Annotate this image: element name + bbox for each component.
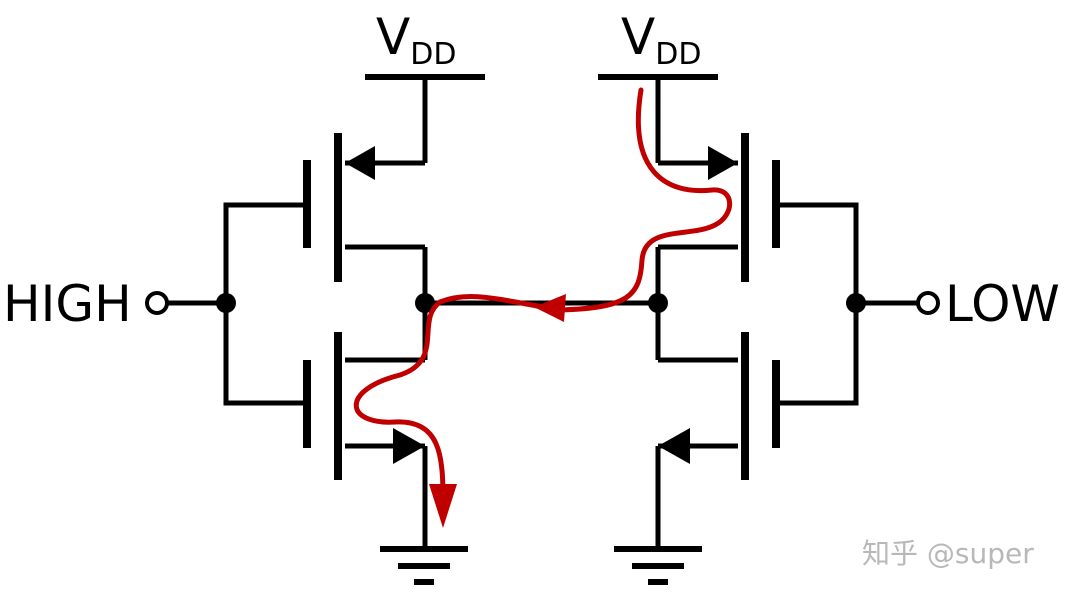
input-high-label: HIGH bbox=[3, 275, 132, 333]
junction-dot bbox=[415, 293, 435, 313]
vdd-right-label: VDD bbox=[621, 8, 701, 72]
output-terminal bbox=[916, 291, 940, 315]
gate-wire-right bbox=[780, 202, 859, 406]
gate-wire-left bbox=[223, 202, 303, 406]
nmos-left-arrow bbox=[393, 428, 425, 464]
right-inverter bbox=[425, 74, 917, 585]
junction-dot bbox=[846, 293, 866, 313]
current-arrow-mid bbox=[534, 294, 566, 322]
nmos-right-arrow bbox=[658, 428, 690, 464]
output-low-label: LOW bbox=[945, 275, 1060, 333]
watermark: 知乎 @super bbox=[862, 537, 1034, 570]
pmos-left-arrow bbox=[345, 146, 375, 180]
pmos-right-arrow bbox=[708, 146, 738, 180]
vdd-left-label: VDD bbox=[376, 8, 456, 72]
junction-dot bbox=[648, 293, 668, 313]
current-arrow-end bbox=[429, 484, 457, 528]
junction-dot bbox=[216, 293, 236, 313]
input-terminal bbox=[145, 291, 169, 315]
